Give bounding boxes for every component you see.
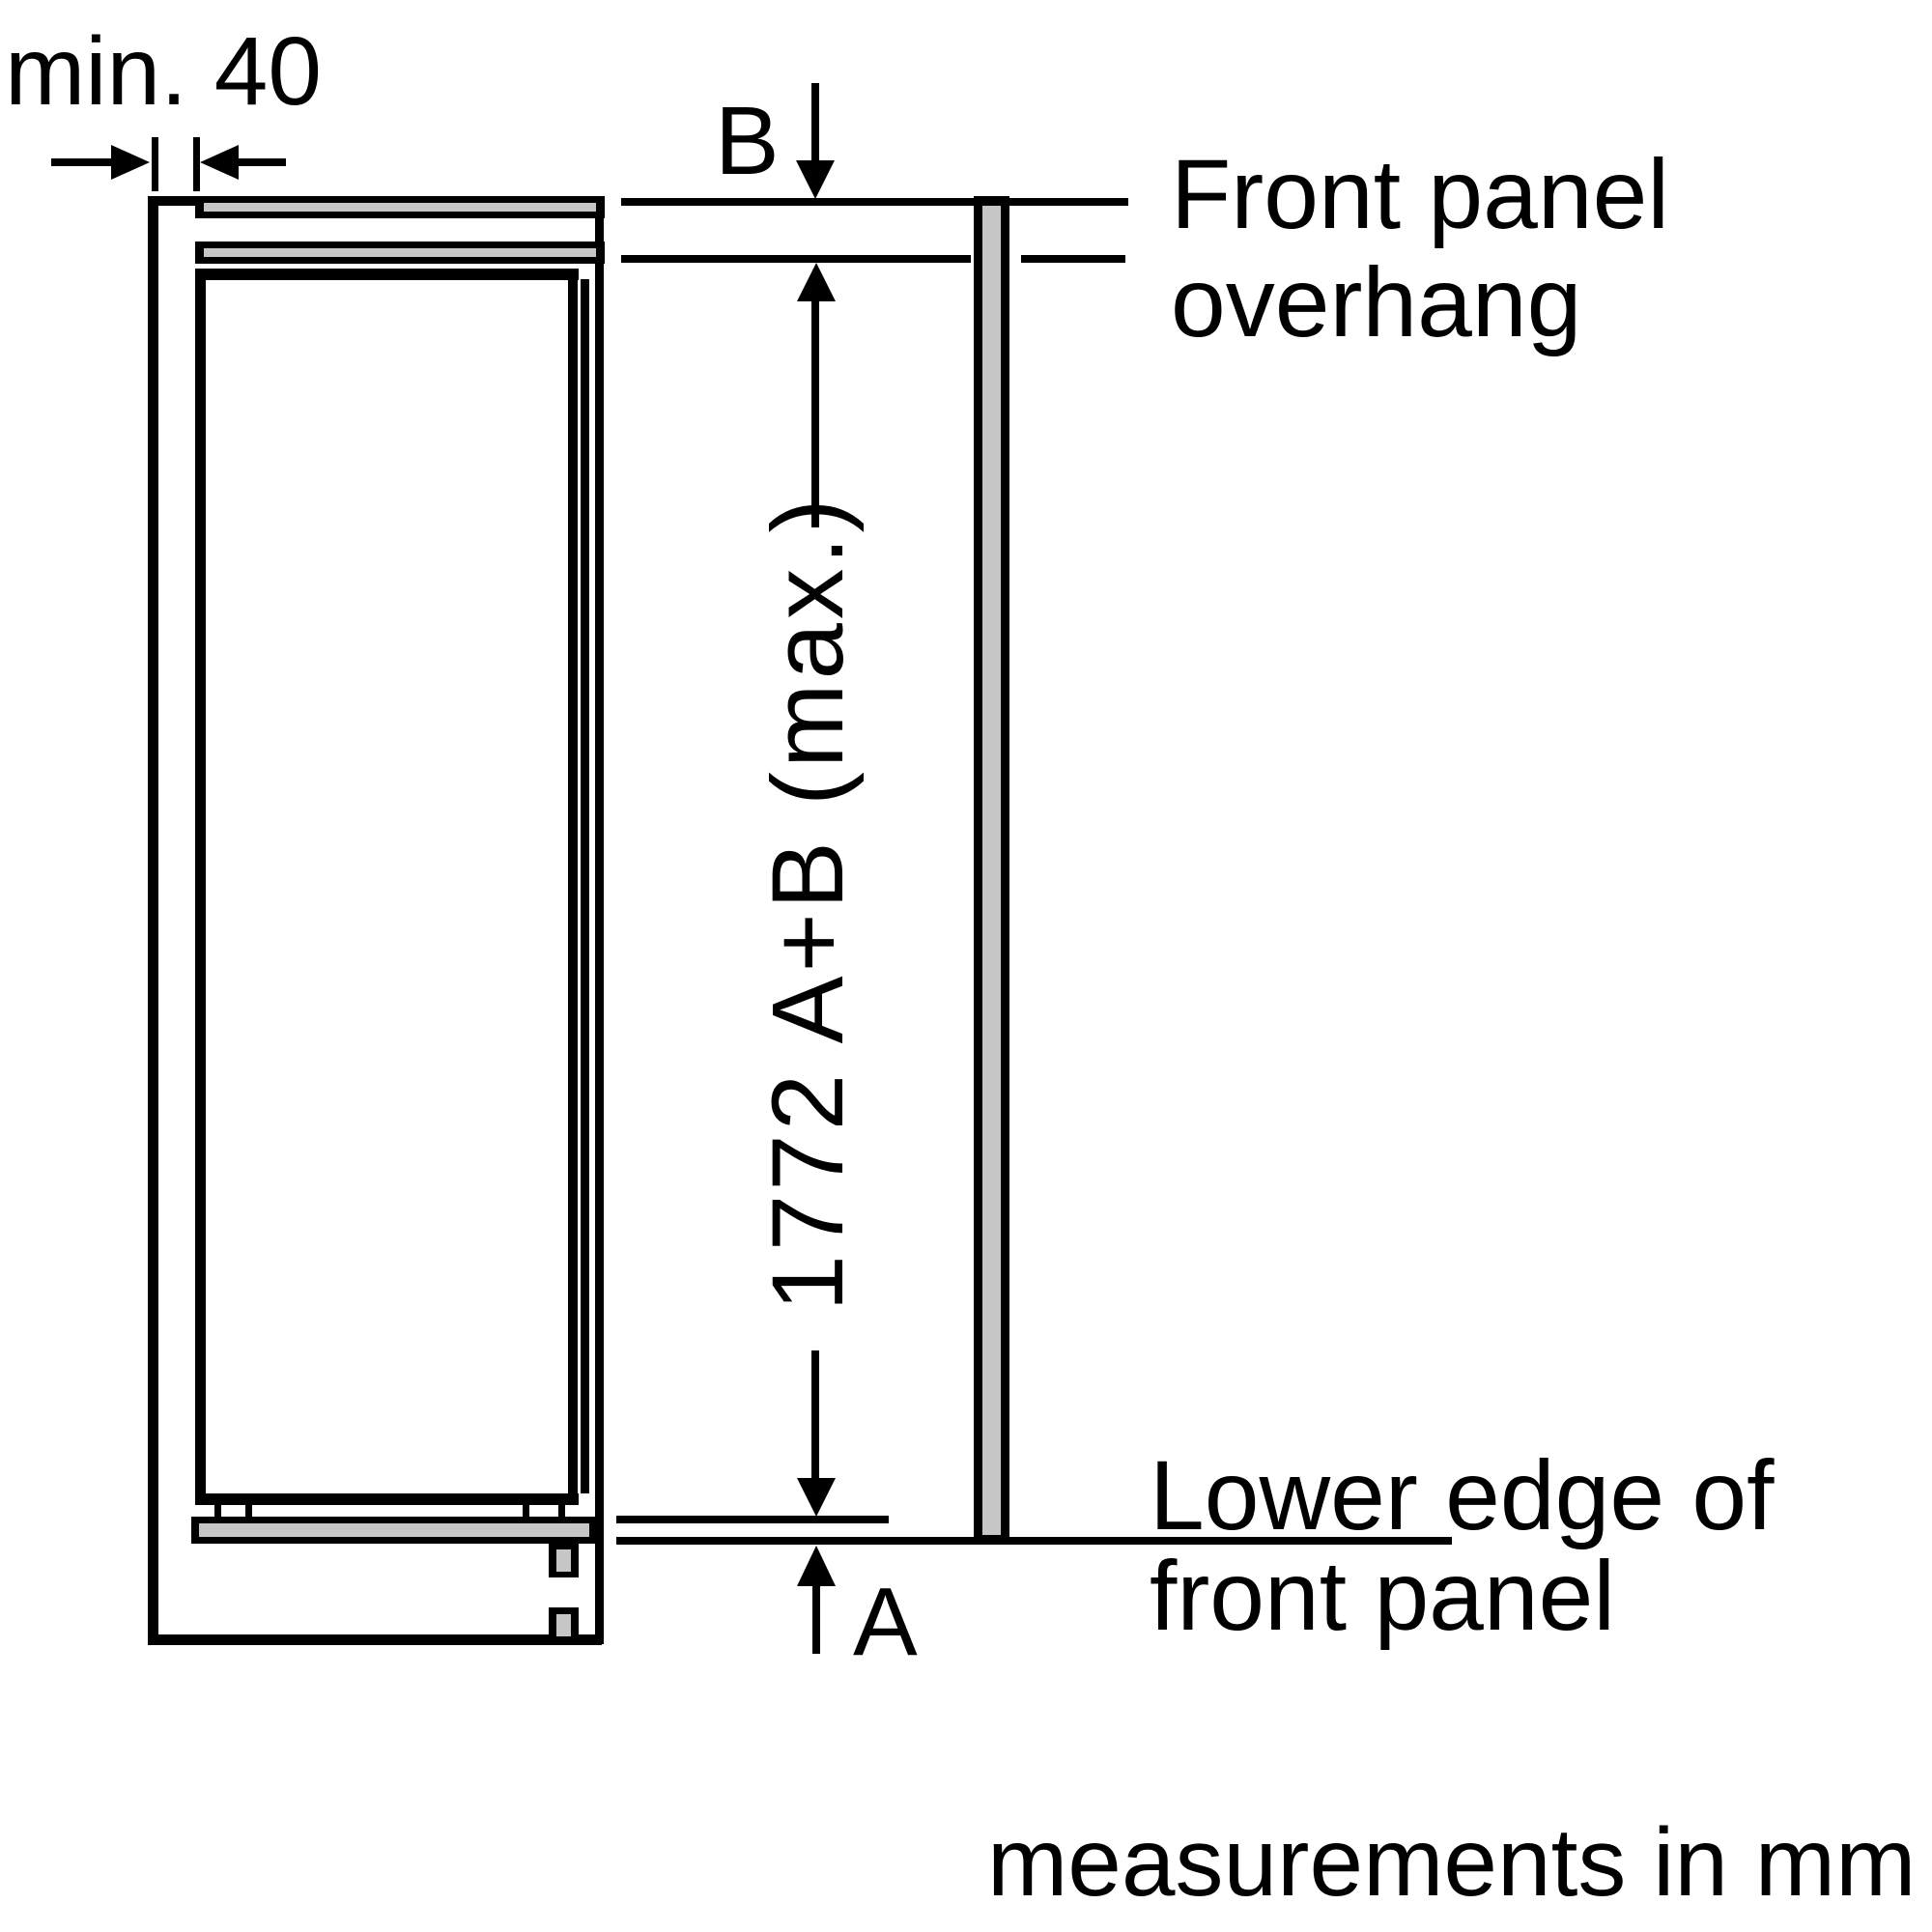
cabinet-top-ledge (148, 196, 201, 206)
body-top-line (195, 269, 579, 280)
dim-a-label: A (853, 1568, 918, 1676)
cabinet-front-frame (595, 196, 604, 1644)
front-panel-overhang-line1: Front panel (1171, 139, 1669, 249)
arrow-up-icon (797, 1546, 836, 1586)
dim-stem-upper (811, 296, 819, 527)
dim-line (232, 158, 286, 166)
dim-tick (193, 137, 200, 191)
dim-line (51, 158, 111, 166)
cabinet-bottom (148, 1634, 602, 1645)
cabinet-rear-wall (148, 196, 158, 1644)
body-bottom-line (195, 1493, 579, 1505)
extension-line-overhang-right (1021, 255, 1125, 263)
front-panel (974, 196, 1009, 1544)
rear-gap-value: min. 40 (5, 17, 322, 126)
foot-tick (558, 1505, 565, 1520)
extension-line-lower-edge (616, 1537, 1452, 1545)
cabinet-niche (148, 196, 604, 1645)
base-bar-fill (199, 1523, 589, 1537)
top-bar-fill (204, 203, 596, 212)
dim-stem (811, 83, 819, 164)
appliance-body (191, 196, 605, 1643)
dim-stem-lower (811, 1350, 819, 1482)
extension-line-overhang-left (621, 255, 971, 263)
dim-stem (812, 1582, 820, 1654)
second-bar-fill (204, 248, 596, 257)
annotation-front-panel-overhang: Front panel overhang (1171, 139, 1669, 357)
arrow-up-icon (797, 263, 836, 301)
door-gap-line (581, 279, 589, 1493)
arrow-down-icon (797, 1478, 836, 1517)
arrow-down-icon (796, 160, 835, 199)
front-panel-overhang-line2: overhang (1171, 247, 1581, 357)
foot-tick (214, 1505, 221, 1520)
dimension-b: B (621, 83, 1128, 301)
dimension-rear-gap: min. 40 (5, 17, 322, 191)
lower-edge-line1: Lower edge of (1150, 1440, 1775, 1550)
unit-note: measurements in mm (987, 1808, 1916, 1917)
adjustable-foot-lower-fill (556, 1614, 571, 1636)
extension-line-top (621, 198, 1128, 206)
front-panel-fill (982, 205, 1001, 1535)
arrow-right-icon (111, 145, 150, 180)
dim-tick (152, 137, 158, 191)
door-front-line (568, 269, 578, 1505)
dim-b-label: B (715, 87, 780, 195)
lower-edge-line2: front panel (1150, 1541, 1615, 1651)
niche-height-value: 1772 A+B (max.) (752, 496, 865, 1312)
annotation-lower-edge: Lower edge of front panel (1150, 1440, 1775, 1651)
dimension-niche-height: 1772 A+B (max.) (752, 296, 865, 1517)
arrow-left-icon (200, 145, 239, 180)
extension-line-appliance-bottom (616, 1516, 889, 1523)
body-back-wall (195, 269, 206, 1505)
foot-tick (245, 1505, 252, 1520)
dimension-a: A (616, 1516, 1452, 1676)
foot-tick (523, 1505, 529, 1520)
adjustable-foot-upper-fill (556, 1549, 571, 1572)
